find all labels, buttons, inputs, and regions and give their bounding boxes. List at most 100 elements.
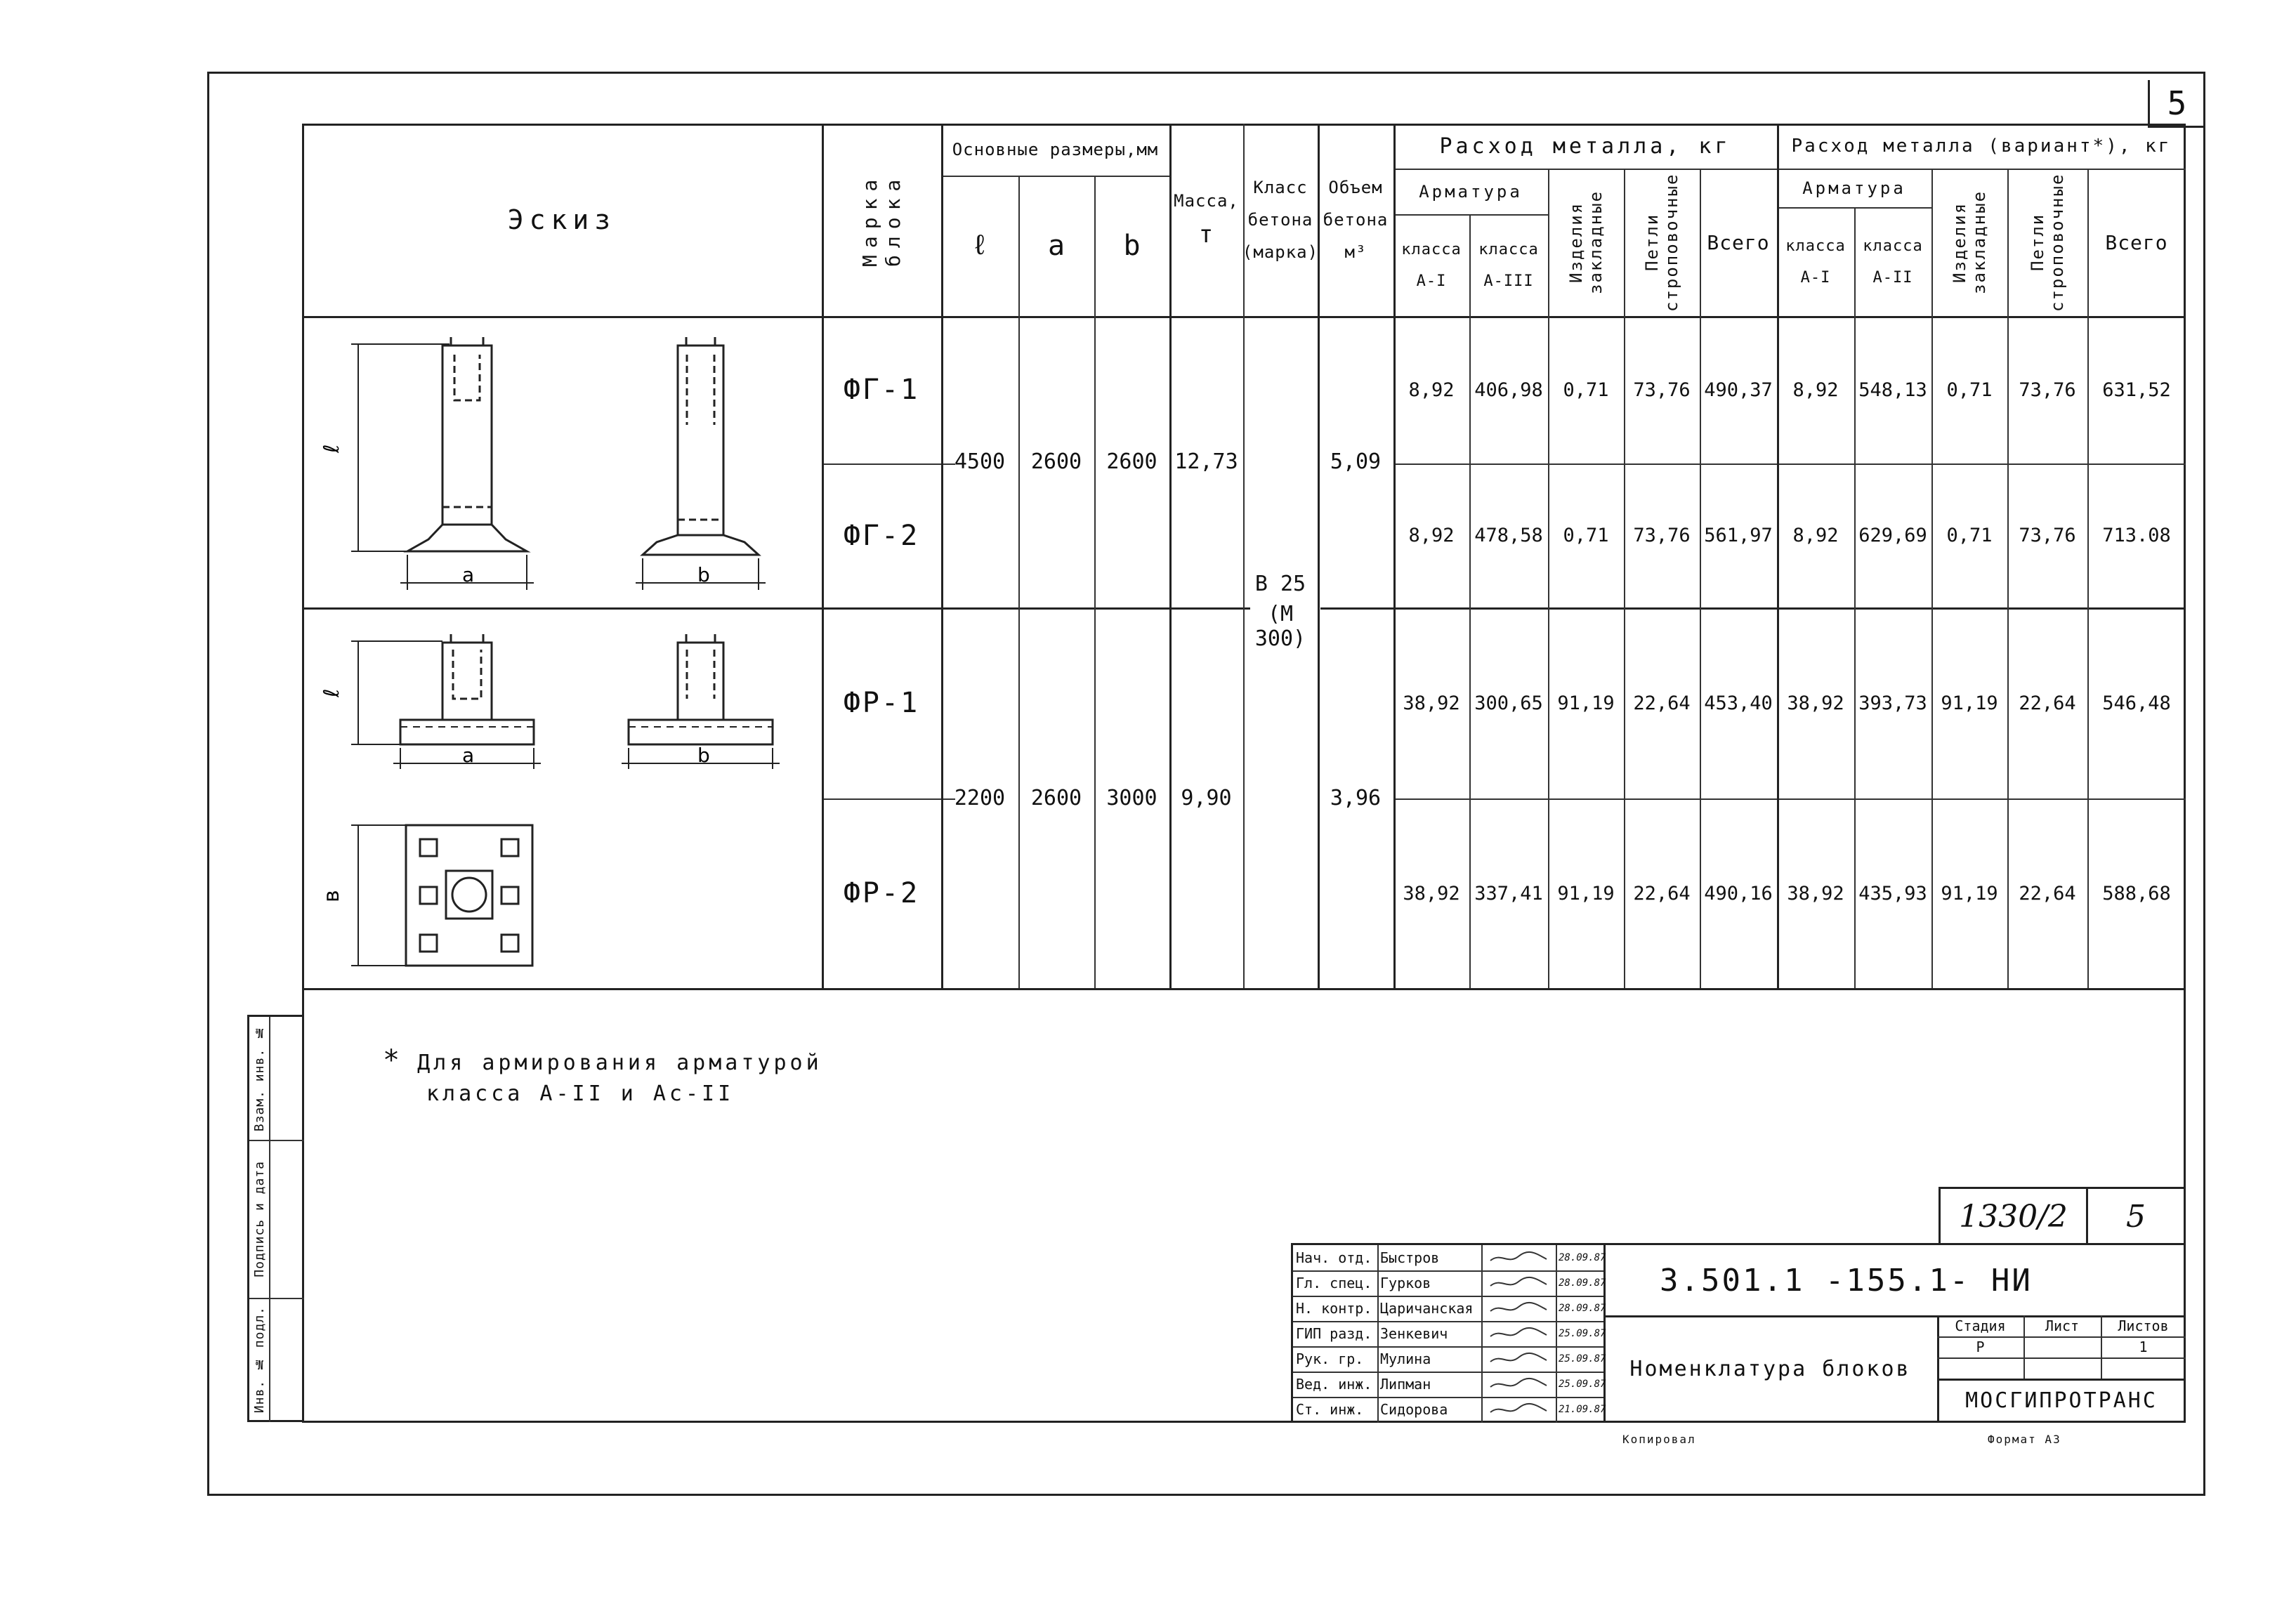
row-divider-group: [302, 607, 1250, 610]
header-m1-embedded: Изделия закладные: [1566, 190, 1606, 295]
organization: МОСГИПРОТРАНС: [1965, 1388, 2158, 1413]
title-block-name: Царичанская: [1380, 1300, 1474, 1317]
metal-value-cell: 8,92: [1792, 525, 1839, 546]
row-mark-fg2: ФГ-2: [843, 519, 920, 552]
page-number-box: 5: [2148, 80, 2204, 128]
footnote: * Для армирования арматурой класса А-II и…: [383, 1045, 822, 1110]
col-m1-a1-end: [1469, 214, 1471, 988]
col-l-end: [1018, 176, 1020, 988]
footnote-line1: Для армирования арматурой: [417, 1051, 822, 1075]
metal-value-cell: 91,19: [1941, 692, 1998, 714]
title-block-name: Быстров: [1380, 1249, 1440, 1266]
page-number: 5: [2167, 84, 2187, 122]
header-dim-a: a: [1047, 230, 1065, 262]
armature-subheader-line: [1393, 214, 1548, 216]
header-dim-b: b: [1123, 230, 1141, 262]
row-mark-fr1: ФР-1: [843, 687, 920, 719]
header-dim-l: ℓ: [971, 228, 988, 261]
signature-mark: [1481, 1346, 1556, 1372]
metal-value-cell: 22,64: [2019, 692, 2076, 714]
col-b-end: [1169, 124, 1172, 988]
title-block-name: Липман: [1380, 1376, 1431, 1393]
sketch-fr-l-label: ℓ: [320, 689, 344, 698]
sketch-fr-a-label: a: [462, 744, 474, 767]
row-divider-fr-metal: [1393, 798, 2186, 800]
header-m2-class-a1: класса А-I: [1785, 237, 1846, 287]
metal-value-cell: 300,65: [1474, 692, 1543, 714]
title-block-row-line: [1293, 1346, 1603, 1348]
sketch-fg: ℓ a b: [320, 337, 766, 590]
title-block-row-line: [1293, 1321, 1603, 1322]
fg-mass: 12,73: [1174, 449, 1238, 474]
sketch-fg-a-label: a: [462, 563, 474, 586]
title-block-date: 25.09.87: [1559, 1379, 1606, 1390]
header-main-dims: Основные размеры,мм: [952, 140, 1159, 159]
sketch-fr: ℓ a b в: [320, 634, 780, 967]
side-stamp: Взам. инв. № Подпись и дата Инв. № подл.: [247, 1015, 304, 1422]
side-stamp-signature: Подпись и дата: [251, 1160, 267, 1277]
col-m1-loop-end: [1700, 169, 1701, 988]
fr-mass: 9,90: [1181, 785, 1232, 810]
metal-value-cell: 22,64: [1633, 692, 1691, 714]
title-block-role: Вед. инж.: [1296, 1376, 1372, 1393]
metal-value-cell: 38,92: [1403, 882, 1460, 905]
col-volume-end: [1393, 124, 1396, 988]
col-m2-loop-end: [2087, 169, 2089, 988]
sketch-fr-v-label: в: [320, 890, 344, 902]
footnote-line2: класса А-II и Ас-II: [426, 1081, 735, 1106]
row-divider-fg-metal: [1393, 463, 2186, 465]
title-block-row-line: [1293, 1397, 1603, 1398]
title-block-date: 25.09.87: [1559, 1328, 1606, 1339]
metal-value-cell: 73,76: [1633, 525, 1691, 546]
row-divider-fr: [822, 798, 955, 800]
metal-value-cell: 548,13: [1858, 379, 1927, 401]
header-mass: Масса, т: [1174, 191, 1239, 249]
format-label: Формат А3: [1988, 1433, 2061, 1446]
metal-value-cell: 38,92: [1787, 692, 1844, 714]
title-block-date: 25.09.87: [1559, 1353, 1606, 1365]
metal-value-cell: 8,92: [1408, 379, 1455, 401]
col-m2-a1-end: [1854, 207, 1856, 988]
col-m2-emb-end: [2007, 169, 2009, 988]
fg-volume: 5,09: [1330, 449, 1382, 474]
fr-b: 3000: [1106, 785, 1157, 810]
title-block-role: Нач. отд.: [1296, 1249, 1372, 1266]
metal-value-cell: 490,16: [1704, 882, 1773, 905]
title-block-date: 28.09.87: [1559, 1252, 1606, 1263]
header-armature: Арматура: [1419, 181, 1523, 202]
metal-value-cell: 8,92: [1792, 379, 1839, 401]
fg-l: 4500: [954, 449, 1006, 474]
metal-value-cell: 478,58: [1474, 525, 1543, 546]
metal-value-cell: 435,93: [1858, 882, 1927, 905]
metal-value-cell: 91,19: [1941, 882, 1998, 905]
metal-value-cell: 73,76: [2019, 379, 2076, 401]
metal-value-cell: 561,97: [1704, 525, 1773, 546]
title-block-row-line: [1293, 1372, 1603, 1373]
metal-value-cell: 8,92: [1408, 525, 1455, 546]
row-divider-group-2: [1320, 607, 2186, 610]
title-block-role: Ст. инж.: [1296, 1401, 1364, 1418]
signature-mark: [1481, 1321, 1556, 1346]
col-a-end: [1094, 176, 1096, 988]
sheet-code: 1330/2: [1941, 1189, 2088, 1244]
header-m2-embedded: Изделия закладные: [1950, 190, 1989, 295]
metal-value-cell: 0,71: [1563, 525, 1609, 546]
sheet-code-box: 1330/2 5: [1939, 1187, 2186, 1244]
metal-value-cell: 490,37: [1704, 379, 1773, 401]
header-mark: Марка блока: [858, 172, 905, 268]
metal-value-cell: 337,41: [1474, 882, 1543, 905]
col-class-end: [1318, 124, 1320, 988]
title-block-role: ГИП разд.: [1296, 1325, 1372, 1342]
col-sketch-end: [822, 124, 824, 988]
footnote-star: *: [383, 1044, 404, 1077]
title-block-role: Рук. гр.: [1296, 1350, 1364, 1367]
fg-a: 2600: [1030, 449, 1082, 474]
concrete-class-value: B 25 (M 300): [1254, 571, 1306, 651]
metal-value-cell: 453,40: [1704, 692, 1773, 714]
metal-value-cell: 73,76: [2019, 525, 2076, 546]
metal-value-cell: 91,19: [1557, 882, 1615, 905]
title-block-row-line: [1293, 1270, 1603, 1272]
metal-value-cell: 546,48: [2102, 692, 2171, 714]
header-metal: Расход металла, кг: [1439, 133, 1731, 159]
